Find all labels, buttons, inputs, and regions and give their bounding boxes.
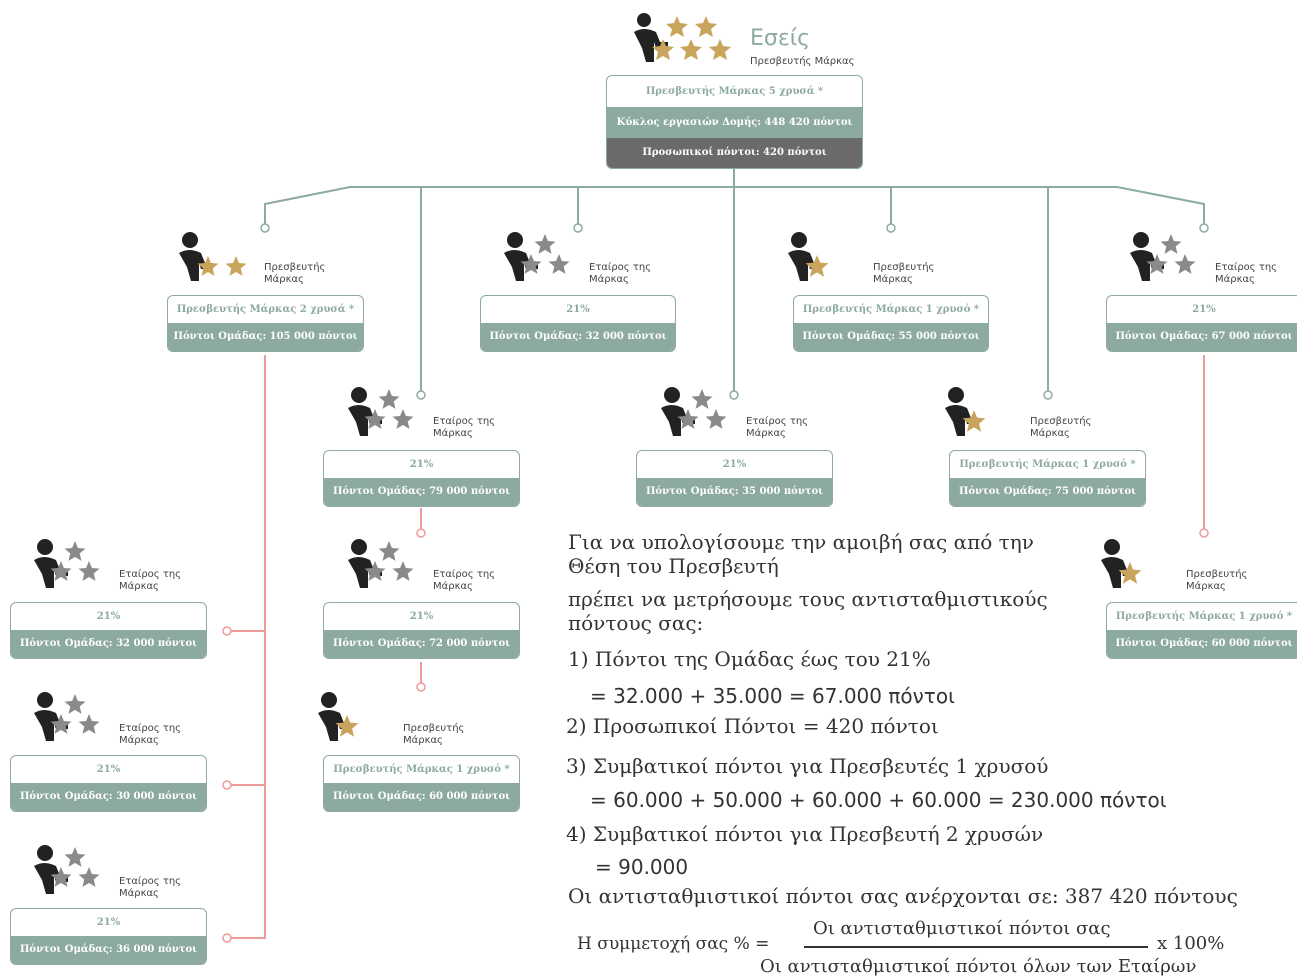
node-team-points: Πόντοι Ομάδας: 30 000 πόντοι bbox=[11, 783, 206, 811]
node-card: 21% Πόντοι Ομάδας: 30 000 πόντοι bbox=[10, 755, 207, 812]
node-team-points: Πόντοι Ομάδας: 60 000 πόντοι bbox=[1107, 630, 1297, 658]
person-one-gold-star-icon bbox=[318, 692, 359, 741]
node-team-points: Πόντοι Ομάδας: 79 000 πόντοι bbox=[324, 478, 519, 506]
formula-numerator: Οι αντισταθμιστικοί πόντοι σας bbox=[813, 918, 1111, 939]
intro-line-2: Θέση του Πρεσβευτή bbox=[568, 554, 779, 578]
node-rank: 21% bbox=[96, 611, 121, 622]
node-team-points: Πόντοι Ομάδας: 35 000 πόντοι bbox=[637, 478, 832, 506]
formula-multiplier: x 100% bbox=[1157, 933, 1225, 954]
node-role: Πρεσβευτής Μάρκας bbox=[1030, 416, 1092, 439]
person-grey-stars-icon bbox=[1130, 232, 1196, 281]
person-one-gold-star-icon bbox=[788, 232, 829, 281]
node-card: 21% Πόντοι Ομάδας: 35 000 πόντοι bbox=[636, 450, 833, 507]
person-grey-stars-icon bbox=[34, 845, 100, 894]
node-card: Πρεσβευτής Μάρκας 1 χρυσό * Πόντοι Ομάδα… bbox=[949, 450, 1146, 507]
node-rank: Πρεσβευτής Μάρκας 1 χρυσό * bbox=[802, 304, 980, 315]
node-card: 21% Πόντοι Ομάδας: 79 000 πόντοι bbox=[323, 450, 520, 507]
node-rank: 21% bbox=[409, 459, 434, 470]
node-card: Πρεσβευτής Μάρκας 1 χρυσό * Πόντοι Ομάδα… bbox=[793, 295, 989, 352]
node-card: Πρεσβευτής Μάρκας 1 χρυσό * Πόντοι Ομάδα… bbox=[1106, 602, 1297, 659]
node-rank: Πρεσβευτής Μάρκας 1 χρυσό * bbox=[1115, 611, 1293, 622]
node-rank: 21% bbox=[566, 304, 590, 315]
node-rank: Πρεσβευτής Μάρκας 2 χρυσά * bbox=[176, 304, 355, 315]
node-role: Εταίρος της Μάρκας bbox=[589, 262, 652, 285]
you-title: Εσείς bbox=[750, 26, 811, 51]
node-team-points: Πόντοι Ομάδας: 60 000 πόντοι bbox=[324, 783, 519, 811]
node-card: 21% Πόντοι Ομάδας: 67 000 πόντοι bbox=[1106, 295, 1297, 352]
node-team-points: Πόντοι Ομάδας: 36 000 πόντοι bbox=[11, 936, 206, 964]
node-role: Εταίρος της Μάρκας bbox=[119, 876, 182, 899]
node-team-points: Πόντοι Ομάδας: 75 000 πόντοι bbox=[950, 478, 1145, 506]
step-1-calc: = 32.000 + 35.000 = 67.000 πόντοι bbox=[590, 684, 955, 708]
you-structure-points: Κύκλος εργασιών Δομής: 448 420 πόντοι bbox=[607, 107, 862, 138]
node-role: Πρεσβευτής Μάρκας bbox=[403, 723, 465, 746]
node-rank: Πρεσβευτής Μάρκας 1 χρυσό * bbox=[959, 459, 1136, 470]
node-card: 21% Πόντοι Ομάδας: 36 000 πόντοι bbox=[10, 908, 207, 965]
node-card: Πρεσβευτής Μάρκας 2 χρυσά * Πόντοι Ομάδα… bbox=[167, 295, 364, 352]
node-card: Πρεσβευτής Μάρκας 1 χρυσό * Πόντοι Ομάδα… bbox=[323, 755, 520, 812]
node-team-points: Πόντοι Ομάδας: 72 000 πόντοι bbox=[324, 630, 519, 658]
step-3-calc: = 60.000 + 50.000 + 60.000 + 60.000 = 23… bbox=[590, 788, 1167, 812]
node-team-points: Πόντοι Ομάδας: 55 000 πόντοι bbox=[794, 323, 988, 351]
person-grey-stars-icon bbox=[34, 692, 100, 741]
node-role: Πρεσβευτής Μάρκας bbox=[264, 262, 326, 285]
node-role: Εταίρος της Μάρκας bbox=[1215, 262, 1278, 285]
person-one-gold-star-icon bbox=[1101, 539, 1142, 588]
you-subtitle: Πρεσβευτής Μάρκας bbox=[750, 56, 855, 67]
intro-line-1: Για να υπολογίσουμε την αμοιβή σας από τ… bbox=[568, 530, 1034, 554]
step-4-calc: = 90.000 bbox=[595, 855, 689, 879]
node-team-points: Πόντοι Ομάδας: 105 000 πόντοι bbox=[168, 323, 363, 351]
person-one-gold-star-icon bbox=[945, 387, 986, 436]
node-rank: 21% bbox=[409, 611, 434, 622]
node-role: Πρεσβευτής Μάρκας bbox=[1186, 569, 1248, 592]
you-rank: Πρεσβευτής Μάρκας 5 χρυσά * bbox=[645, 86, 824, 97]
node-role: Εταίρος της Μάρκας bbox=[119, 723, 182, 746]
total-points: Οι αντισταθμιστικοί πόντοι σας ανέρχοντα… bbox=[568, 884, 1238, 908]
you-card: Πρεσβευτής Μάρκας 5 χρυσά * Κύκλος εργασ… bbox=[606, 75, 863, 169]
node-rank: Πρεσβευτής Μάρκας 1 χρυσό * bbox=[333, 764, 510, 775]
node-rank: 21% bbox=[96, 764, 121, 775]
person-grey-stars-icon bbox=[504, 232, 570, 281]
step-4: 4) Συμβατικοί πόντοι για Πρεσβευτή 2 χρυ… bbox=[566, 822, 1044, 846]
formula-fraction-line bbox=[804, 946, 1148, 948]
person-grey-stars-icon bbox=[348, 539, 414, 588]
formula-denominator: Οι αντισταθμιστικοί πόντοι όλων των Εταί… bbox=[760, 956, 1197, 977]
node-card: 21% Πόντοι Ομάδας: 32 000 πόντοι bbox=[10, 602, 207, 659]
intro-line-4: πόντους σας: bbox=[568, 611, 704, 635]
node-card: 21% Πόντοι Ομάδας: 32 000 πόντοι bbox=[480, 295, 676, 352]
node-team-points: Πόντοι Ομάδας: 32 000 πόντοι bbox=[481, 323, 675, 351]
person-grey-stars-icon bbox=[34, 539, 100, 588]
node-role: Πρεσβευτής Μάρκας bbox=[873, 262, 935, 285]
node-rank: 21% bbox=[1192, 304, 1216, 315]
node-role: Εταίρος της Μάρκας bbox=[746, 416, 809, 439]
you-personal-points: Προσωπικοί πόντοι: 420 πόντοι bbox=[607, 138, 862, 168]
node-card: 21% Πόντοι Ομάδας: 72 000 πόντοι bbox=[323, 602, 520, 659]
node-team-points: Πόντοι Ομάδας: 32 000 πόντοι bbox=[11, 630, 206, 658]
node-role: Εταίρος της Μάρκας bbox=[433, 416, 496, 439]
intro-line-3: πρέπει να μετρήσουμε τους αντισταθμιστικ… bbox=[568, 587, 1048, 611]
node-role: Εταίρος της Μάρκας bbox=[119, 569, 182, 592]
node-team-points: Πόντοι Ομάδας: 67 000 πόντοι bbox=[1107, 323, 1297, 351]
step-3: 3) Συμβατικοί πόντοι για Πρεσβευτές 1 χρ… bbox=[566, 754, 1049, 778]
node-rank: 21% bbox=[96, 917, 121, 928]
step-1: 1) Πόντοι της Ομάδας έως του 21% bbox=[568, 647, 931, 671]
person-two-gold-stars-icon bbox=[179, 232, 247, 281]
formula-label: Η συμμετοχή σας % = bbox=[577, 934, 770, 954]
person-grey-stars-icon bbox=[348, 387, 414, 436]
step-2: 2) Προσωπικοί Πόντοι = 420 πόντοι bbox=[566, 714, 939, 738]
node-rank: 21% bbox=[722, 459, 747, 470]
node-role: Εταίρος της Μάρκας bbox=[433, 569, 496, 592]
person-five-stars-icon bbox=[634, 13, 731, 62]
person-grey-stars-icon bbox=[661, 387, 727, 436]
